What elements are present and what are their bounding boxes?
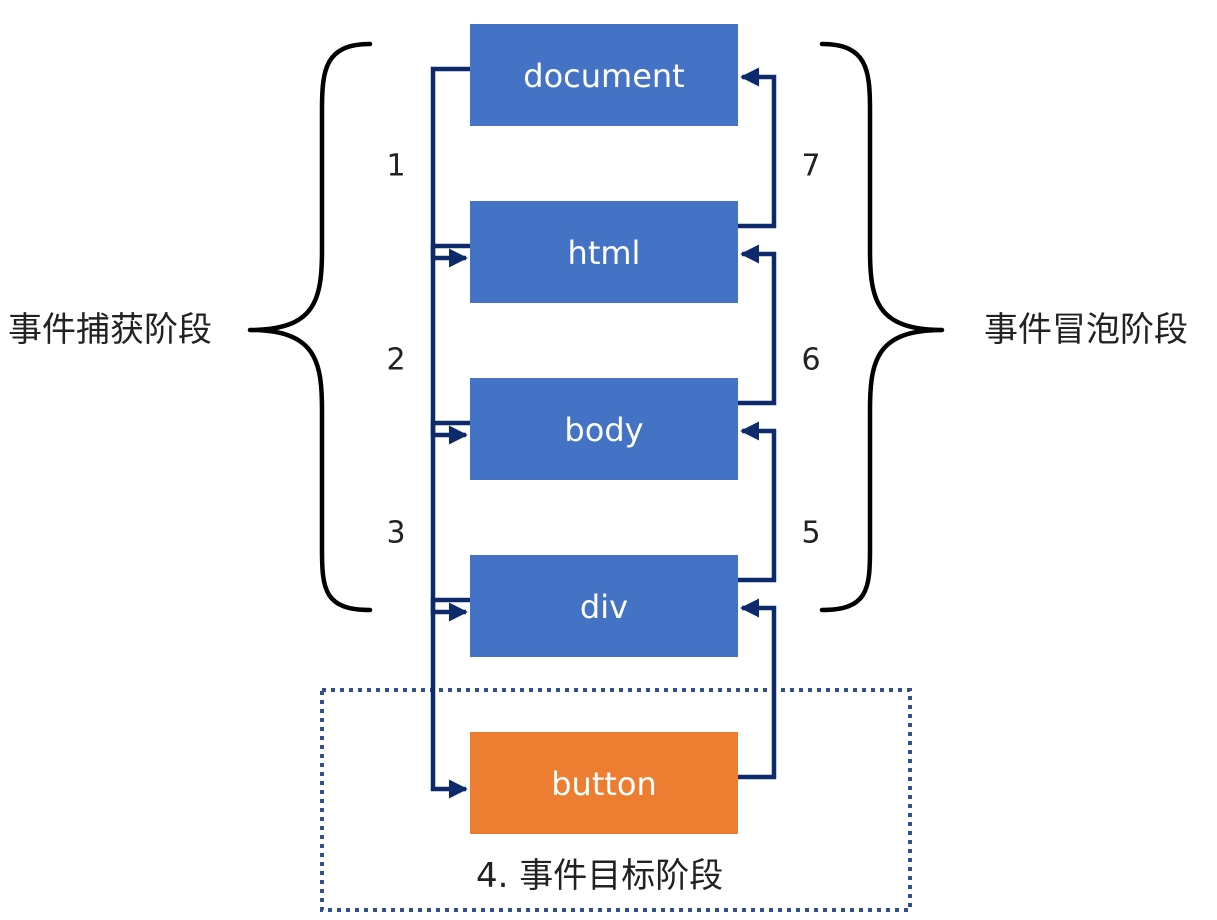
bubble-phase-brace <box>819 41 945 613</box>
node-button: button <box>470 732 738 834</box>
node-div: div <box>470 555 738 657</box>
node-box-button <box>470 732 738 834</box>
capture-arrow-3 <box>430 420 470 622</box>
node-box-document <box>470 24 738 126</box>
target-phase-label: 4. 事件目标阶段 <box>476 856 723 896</box>
node-label-div: div <box>580 588 628 626</box>
capture-phase-label: 事件捕获阶段 <box>8 310 212 350</box>
step-numbers: 1 2 3 7 6 5 <box>386 149 820 551</box>
node-box-div <box>470 555 738 657</box>
node-document: document <box>470 24 738 126</box>
node-box-html <box>470 201 738 303</box>
node-label-html: html <box>568 234 641 272</box>
capture-phase-brace <box>247 41 373 613</box>
capture-step-number: 1 <box>386 149 405 184</box>
node-box-body <box>470 378 738 480</box>
node-label-body: body <box>564 411 643 449</box>
capture-step-number: 2 <box>386 343 405 378</box>
target-phase-box <box>320 688 912 912</box>
capture-arrow-4 <box>430 597 470 799</box>
node-body: body <box>470 378 738 480</box>
node-label-button: button <box>551 765 657 803</box>
node-stack: document html body div button <box>470 24 738 834</box>
capture-step-number: 3 <box>386 516 405 551</box>
bubble-arrow-4 <box>738 598 777 780</box>
capture-arrow-1 <box>430 66 470 268</box>
node-html: html <box>470 201 738 303</box>
bubble-phase-label: 事件冒泡阶段 <box>984 310 1188 350</box>
bubble-step-number: 5 <box>801 516 820 551</box>
flow-arrows <box>430 66 777 799</box>
bubble-arrow-3 <box>738 421 777 583</box>
capture-arrow-2 <box>430 243 470 445</box>
bubble-arrow-1 <box>738 67 777 229</box>
bubble-step-number: 6 <box>801 343 820 378</box>
bubble-step-number: 7 <box>801 149 820 184</box>
node-label-document: document <box>523 57 684 95</box>
bubble-arrow-2 <box>738 244 777 406</box>
